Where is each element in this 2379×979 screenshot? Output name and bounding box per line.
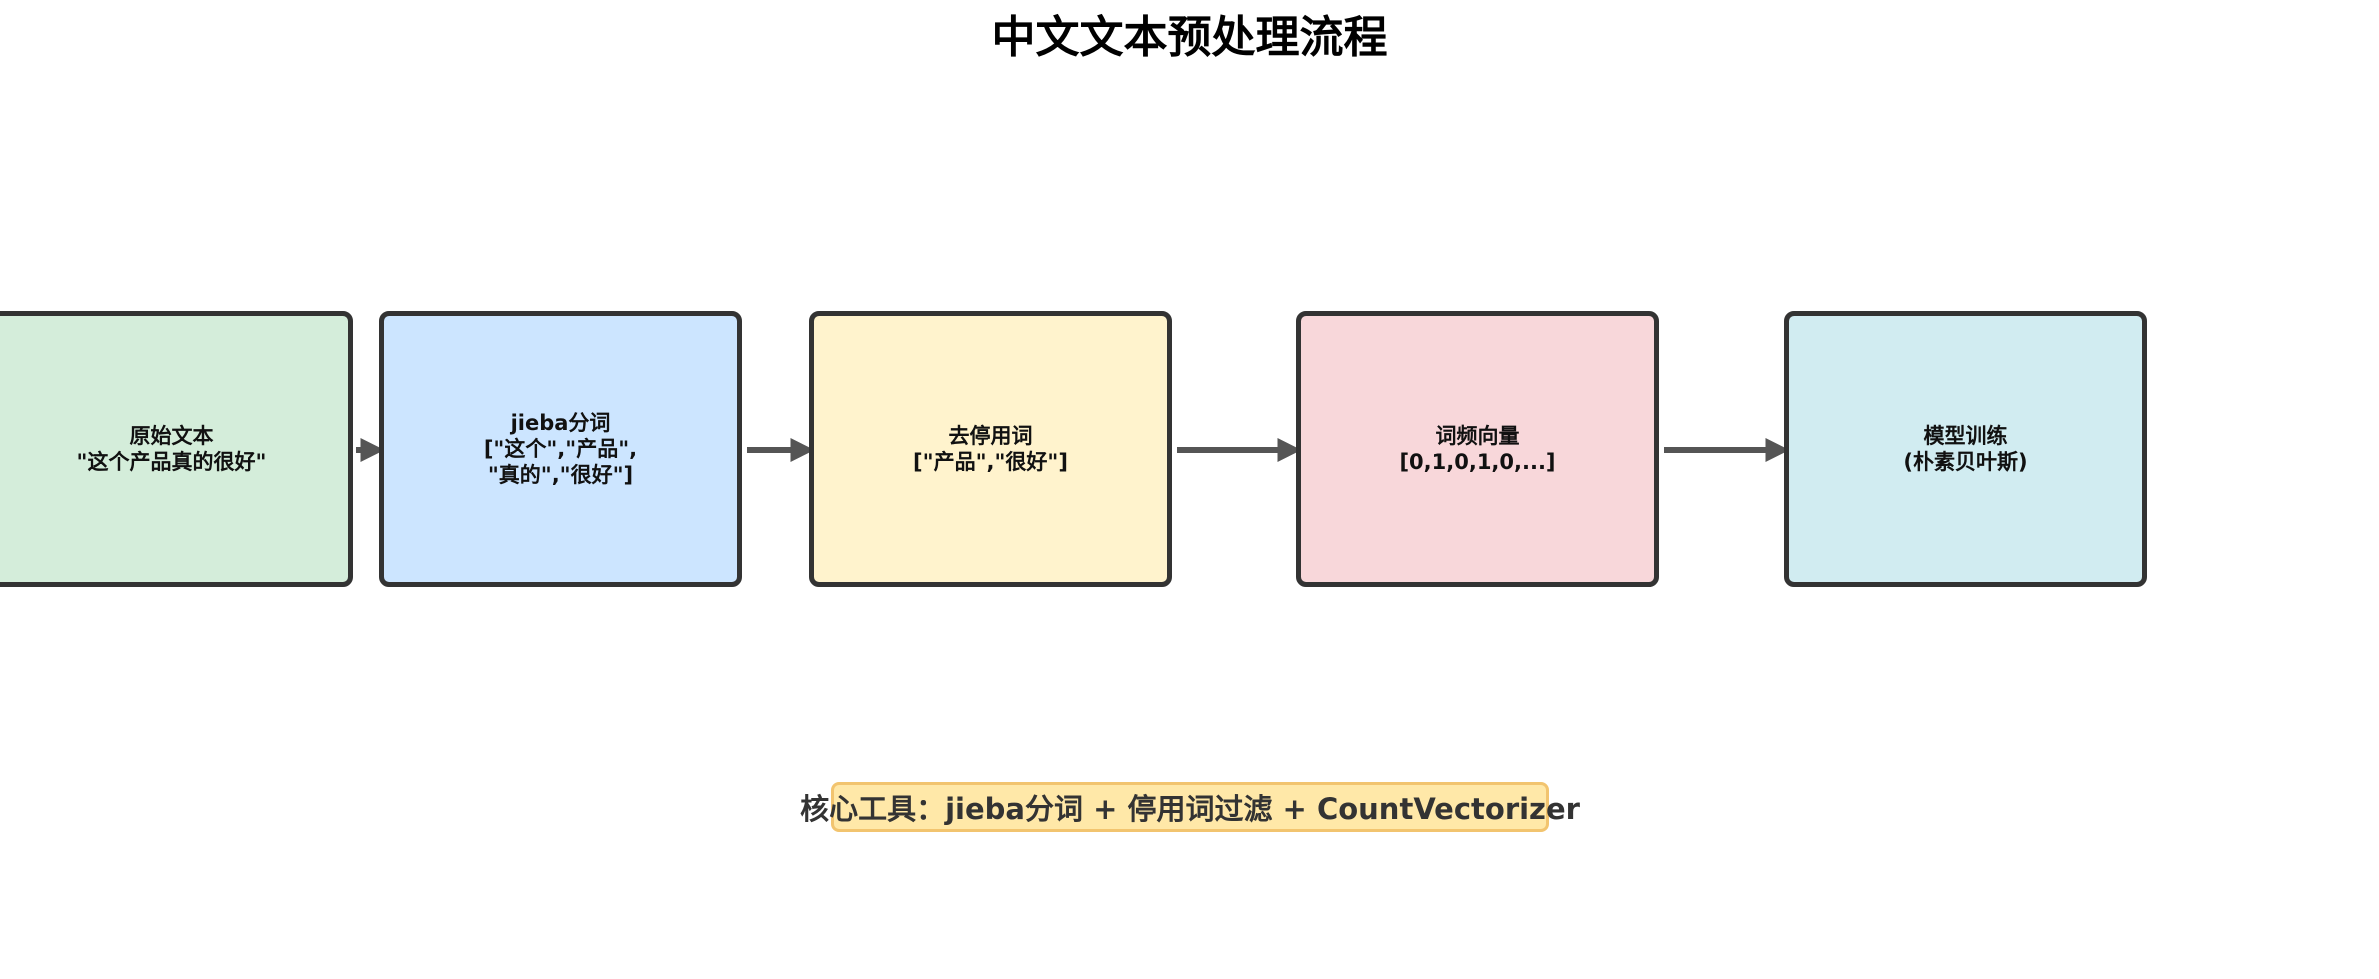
diagram-title: 中文文本预处理流程 <box>991 12 1388 63</box>
step-term-frequency-vector-box: 词频向量 [0,1,0,1,0,...] <box>1296 311 1659 587</box>
step-term-frequency-vector-label: 词频向量 [0,1,0,1,0,...] <box>1399 424 1556 474</box>
step-raw-text-box: 原始文本 "这个产品真的很好" <box>0 311 353 587</box>
step-model-training-box: 模型训练 (朴素贝叶斯) <box>1784 311 2147 587</box>
step-raw-text-label: 原始文本 "这个产品真的很好" <box>76 424 267 474</box>
step-jieba-segmentation-box: jieba分词 ["这个","产品", "真的","很好"] <box>379 311 742 587</box>
step-stopword-removal-label: 去停用词 ["产品","很好"] <box>913 424 1068 474</box>
step-model-training-label: 模型训练 (朴素贝叶斯) <box>1903 424 2028 474</box>
core-tools-note: 核心工具：jieba分词 + 停用词过滤 + CountVectorizer <box>800 782 1580 832</box>
step-stopword-removal-box: 去停用词 ["产品","很好"] <box>809 311 1172 587</box>
step-jieba-segmentation-label: jieba分词 ["这个","产品", "真的","很好"] <box>483 411 638 487</box>
